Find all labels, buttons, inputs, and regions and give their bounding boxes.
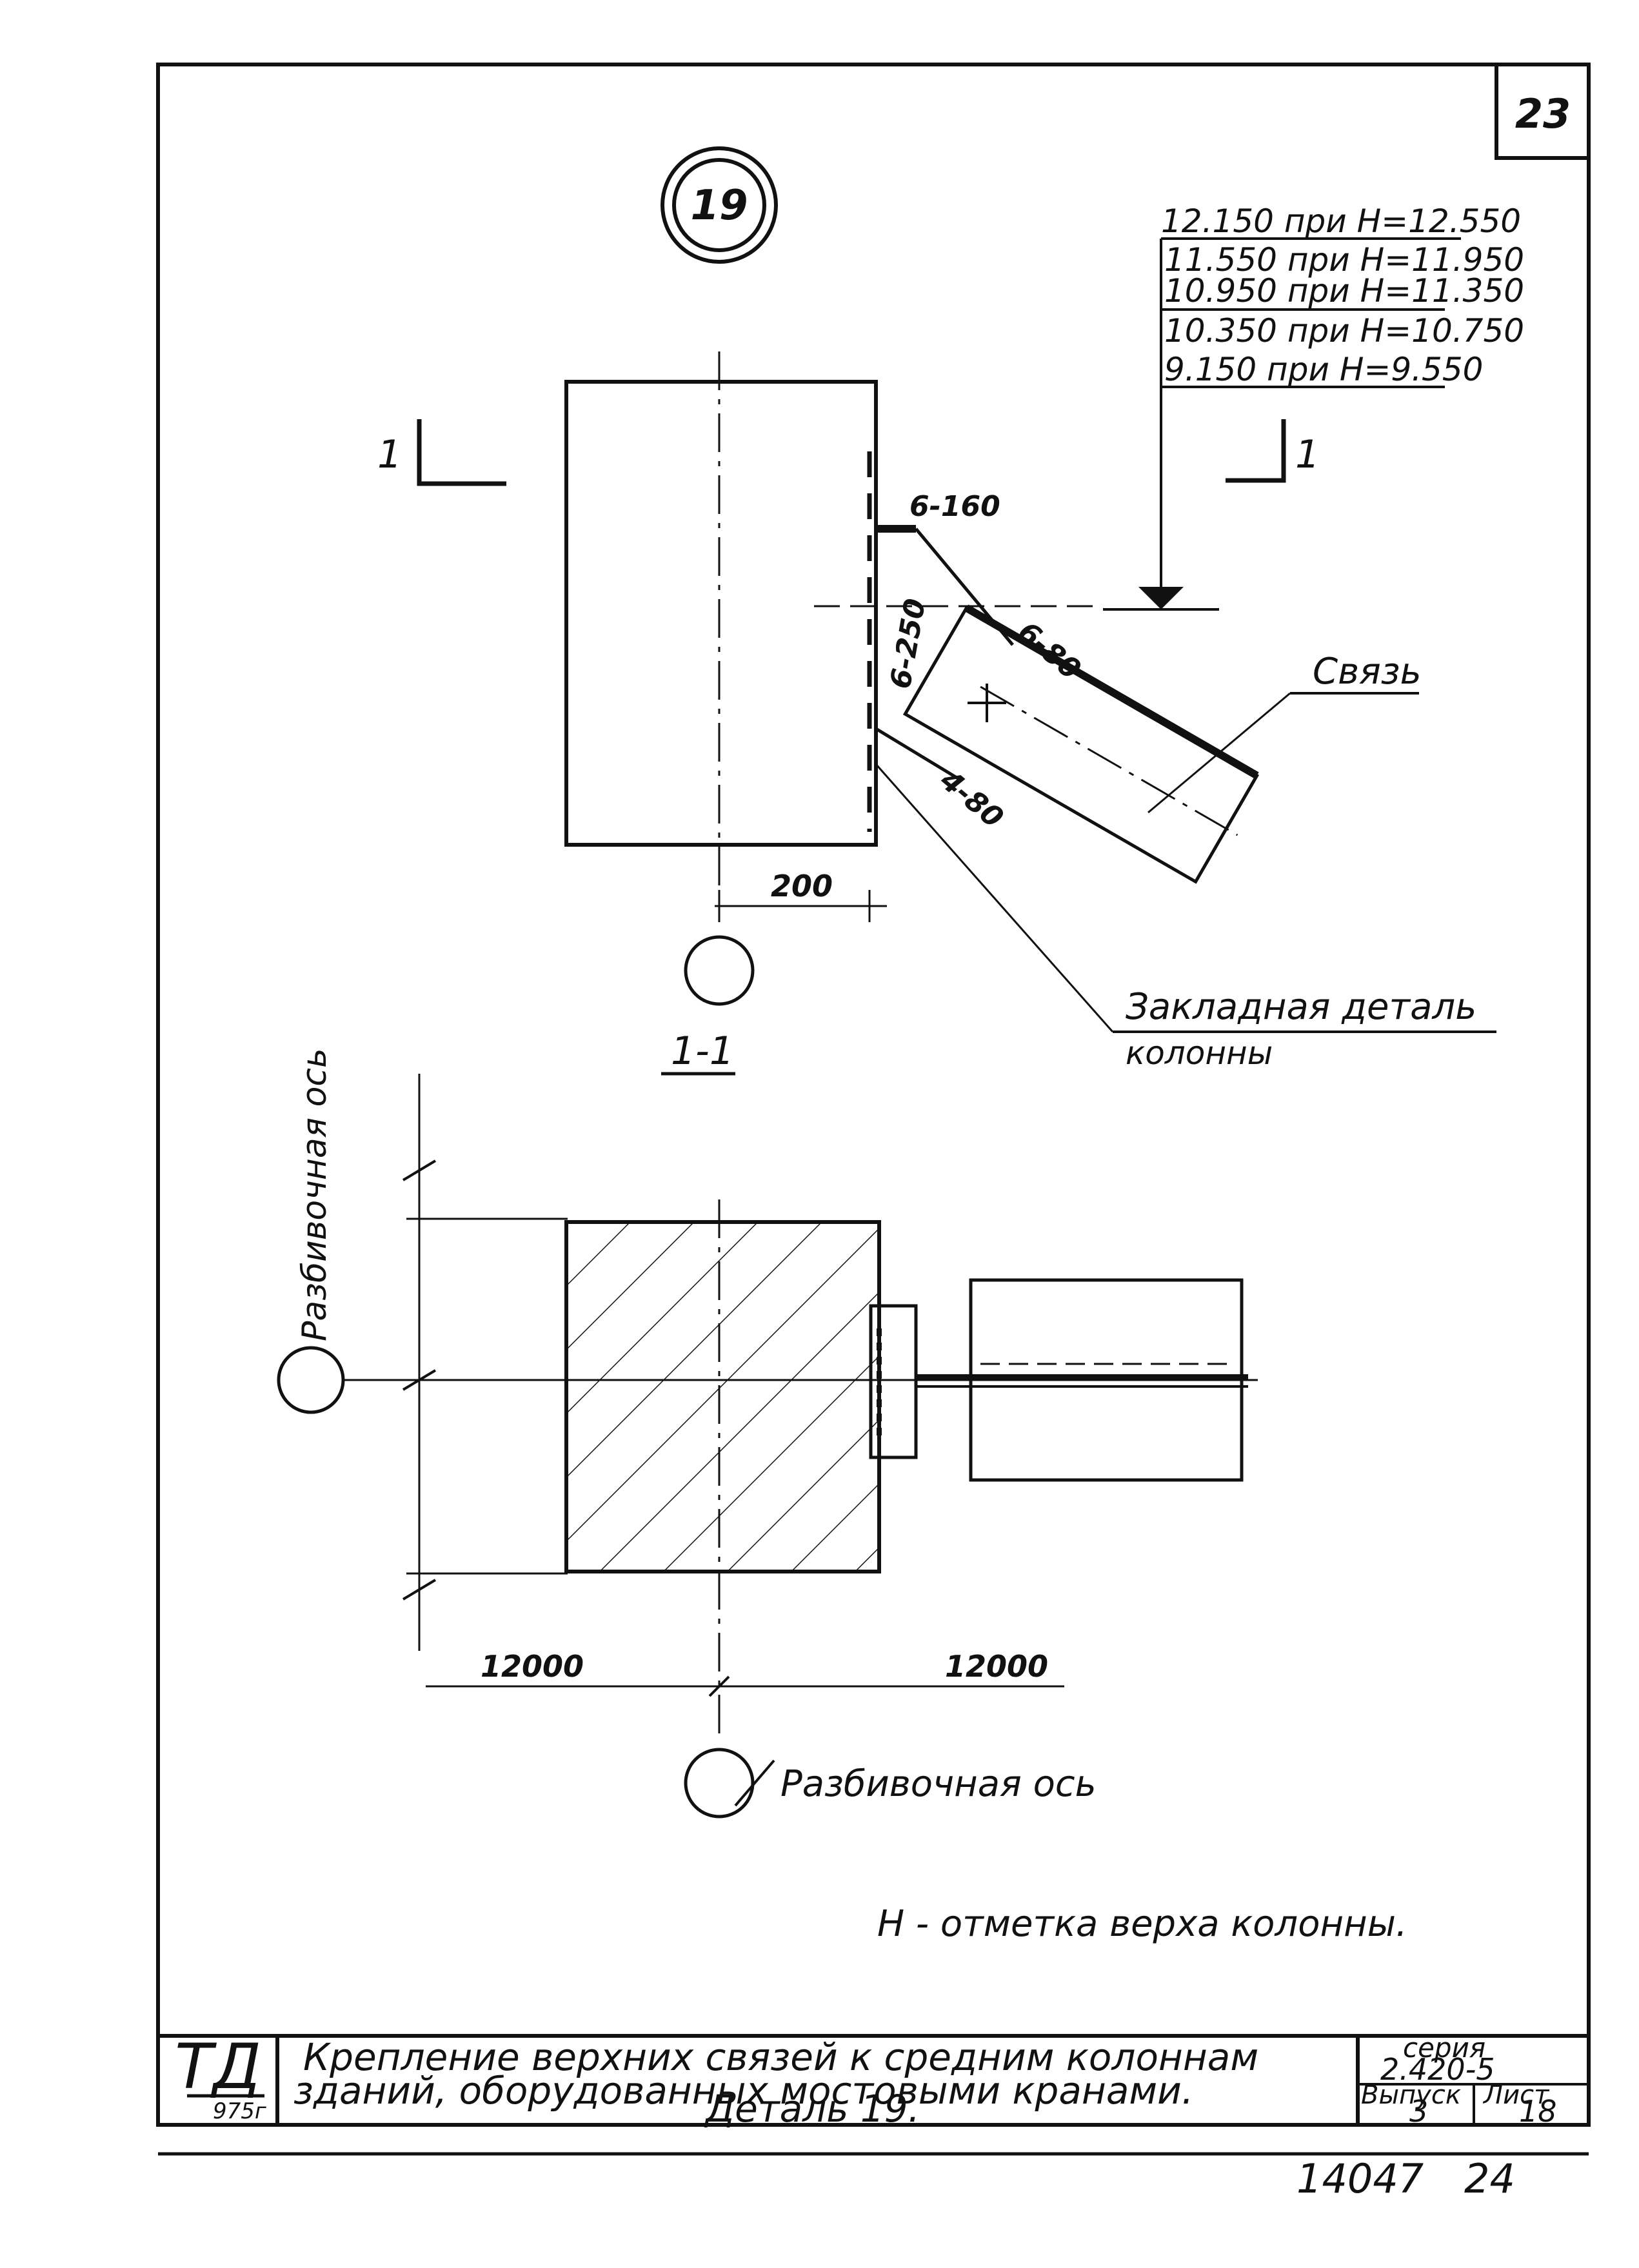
elevation-0: 12.150 при H=12.550 [1161,202,1521,240]
note-text: H - отметка верха колонны. [877,1903,1407,1945]
brace-plan [916,1278,1248,1482]
axis-dim-right: 12000 [945,1649,1048,1684]
section-axis-marker: 1-1 [661,935,755,1076]
issue-label: Выпуск [1361,2080,1461,2110]
section-mark-right: 1 [1226,419,1320,483]
page-number: 23 [1515,90,1571,137]
title-line-1: Крепление верхних связей к средним колон… [303,2035,1258,2079]
svg-text:1: 1 [377,432,402,477]
bottom-number-2: 24 [1464,2155,1515,2202]
sheet-label: Лист [1482,2080,1550,2110]
detail-number: 19 [690,182,748,230]
vertical-axis-dimension [402,1074,568,1651]
logo-sub: 975г [213,2098,267,2124]
horizontal-axis-marker: Разбивочная ось [684,1748,1097,1819]
section-label: 1-1 [671,1029,734,1074]
brace-connection-section: 6-160 6-250 6-80 4-80 [814,490,1260,884]
svg-text:Разбивочная ось: Разбивочная ось [295,1048,334,1341]
vertical-axis-marker: Разбивочная ось [277,1048,345,1414]
svg-text:Разбивочная ось: Разбивочная ось [780,1763,1097,1805]
elevation-1: 11.550 при H=11.950 [1164,241,1524,279]
dimension-200: 200 [715,869,887,922]
column-plan [342,1199,1258,1741]
logo: ТД [175,2031,261,2103]
svg-text:Закладная деталь: Закладная деталь [1126,986,1476,1028]
section-mark-left: 1 [377,419,506,486]
elevation-2: 10.950 при H=11.350 [1164,272,1524,310]
title-line-2: зданий, оборудованных мостовыми кранами. [293,2069,1193,2113]
svg-text:200: 200 [771,869,833,903]
sheet-value: 18 [1519,2094,1557,2129]
elevation-3: 10.350 при H=10.750 [1164,312,1524,350]
sheet-frame [156,63,1591,2127]
elevation-4: 9.150 при H=9.550 [1164,351,1483,388]
callout-brace: Связь [1147,651,1422,814]
series-label: серия [1403,2032,1485,2064]
weld-label-4-80: 4-80 [933,764,1009,834]
callout-embedded-part: Закладная деталь колонны [875,764,1496,1072]
svg-text:колонны: колонны [1126,1034,1273,1072]
issue-value: 3 [1409,2094,1428,2129]
elevation-table: 12.150 при H=12.550 11.550 при H=11.950 … [1103,202,1524,611]
weld-label-6-80: 6-80 [1011,615,1087,686]
title-block: ТД 975г Крепление верхних связей к средн… [158,2031,1589,2131]
svg-text:Связь: Связь [1313,651,1422,693]
detail-marker: 19 [661,146,778,264]
title-line-3: Деталь 19. [704,2087,920,2131]
series-value: 2.420-5 [1380,2052,1495,2087]
svg-text:1: 1 [1295,432,1320,477]
horizontal-axis-dimension: 12000 12000 [426,1649,1064,1697]
column-section-1-1 [564,351,878,916]
elevation-marker [1138,587,1184,609]
weld-label-6-160: 6-160 [909,490,1000,523]
page-number-box: 23 [1495,64,1589,160]
axis-dim-left: 12000 [481,1649,584,1684]
bottom-number-1: 14047 [1296,2155,1424,2202]
